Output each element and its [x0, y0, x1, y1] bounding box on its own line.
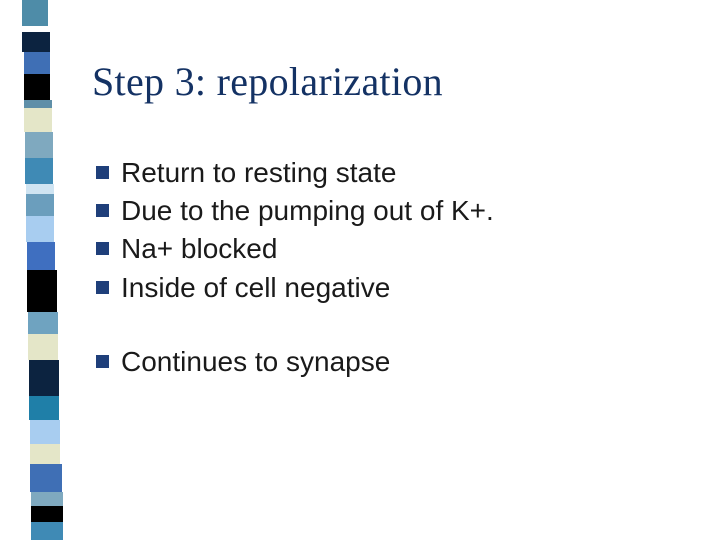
sidebar-band: [24, 52, 50, 74]
sidebar-band: [22, 0, 48, 26]
sidebar-band: [24, 74, 50, 100]
square-bullet-icon: [96, 280, 109, 294]
sidebar-band: [26, 216, 54, 242]
sidebar-band: [25, 132, 53, 158]
list-item-label: Continues to synapse: [121, 345, 391, 377]
square-bullet-icon: [96, 166, 109, 179]
sidebar-band: [31, 492, 63, 506]
sidebar-band: [22, 32, 50, 52]
sidebar-band: [26, 184, 54, 194]
sidebar-band: [24, 108, 52, 132]
sidebar-band: [25, 158, 53, 184]
list-item: Inside of cell negative: [96, 271, 696, 303]
list-item-label: Return to resting state: [121, 157, 397, 188]
list-item-label: Inside of cell negative: [121, 271, 391, 303]
list-item: Due to the pumping out of K+.: [96, 195, 696, 227]
sidebar-band: [31, 506, 63, 522]
list-item-label: Due to the pumping out of K+.: [121, 195, 494, 227]
sidebar-band: [30, 464, 62, 492]
sidebar-band: [24, 100, 52, 108]
list-item-label: Na+ blocked: [121, 233, 278, 265]
sidebar-band: [29, 396, 59, 420]
sidebar-band: [28, 312, 58, 334]
sidebar-band: [28, 334, 58, 360]
decorative-sidebar-strip: [0, 0, 70, 540]
list-item: Na+ blocked: [96, 234, 696, 264]
sidebar-band: [29, 360, 59, 396]
sidebar-band: [30, 444, 60, 464]
sidebar-band: [22, 26, 48, 32]
sidebar-band: [30, 420, 60, 444]
sidebar-band: [27, 270, 57, 312]
list-item: Return to resting state: [96, 157, 696, 188]
square-bullet-icon: [96, 242, 109, 256]
square-bullet-icon: [96, 204, 109, 218]
list-item: Continues to synapse: [96, 345, 696, 377]
sidebar-band: [26, 194, 54, 216]
page-title: Step 3: repolarization: [92, 59, 443, 104]
square-bullet-icon: [96, 354, 109, 368]
sidebar-band: [27, 242, 55, 270]
sidebar-band: [31, 522, 63, 540]
